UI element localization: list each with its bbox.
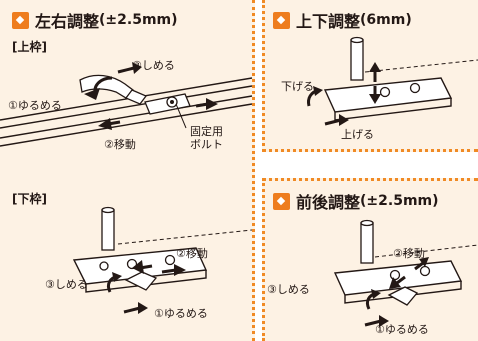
left-right-range: (±2.5mm) (99, 12, 178, 28)
fixing-bolt-label: 固定用 ボルト (190, 125, 223, 151)
upper-frame-illustration (0, 62, 253, 147)
lower-step3-label: ③しめる (45, 278, 88, 291)
lower-step1-label: ①ゆるめる (154, 307, 208, 320)
front-back-range: (±2.5mm) (360, 193, 439, 209)
section-marker-icon (12, 11, 29, 29)
front-back-step3-label: ③しめる (267, 283, 310, 296)
fixing-bolt-label-line2: ボルト (190, 138, 223, 151)
upper-frame-label: [上枠] (12, 40, 47, 54)
fixing-bolt-label-line1: 固定用 (190, 125, 223, 138)
front-back-title: 前後調整 (±2.5mm) (273, 189, 439, 213)
front-back-title-text: 前後調整 (296, 193, 361, 212)
upper-step3-label: ③しめる (132, 59, 175, 72)
up-down-adjustment-panel: 上下調整 (6mm) 下げる 上げる (262, 0, 478, 152)
front-back-step2-label: ②移動 (393, 247, 425, 260)
lower-step2-label: ②移動 (176, 247, 208, 260)
left-right-title: 左右調整 (±2.5mm) (12, 8, 178, 32)
up-down-range: (6mm) (360, 12, 412, 28)
lower-frame-label: [下枠] (12, 192, 47, 206)
section-marker-icon (273, 192, 290, 210)
lower-action-label: 下げる (281, 80, 314, 93)
up-down-illustration (307, 36, 478, 126)
upper-step1-label: ①ゆるめる (8, 99, 62, 112)
lower-frame-illustration (72, 206, 253, 314)
front-back-illustration (333, 219, 478, 327)
left-right-title-text: 左右調整 (35, 12, 100, 31)
up-down-title-text: 上下調整 (296, 12, 361, 31)
raise-action-label: 上げる (341, 128, 374, 141)
left-right-adjustment-panel: 左右調整 (±2.5mm) [上枠] ③しめる ①ゆるめる ②移動 固定用 (0, 0, 255, 341)
front-back-adjustment-panel: 前後調整 (±2.5mm) ②移動 ③しめる ①ゆるめる (262, 178, 478, 341)
front-back-step1-label: ①ゆるめる (375, 323, 429, 336)
upper-step2-label: ②移動 (104, 138, 136, 151)
up-down-title: 上下調整 (6mm) (273, 8, 412, 32)
section-marker-icon (273, 11, 290, 29)
